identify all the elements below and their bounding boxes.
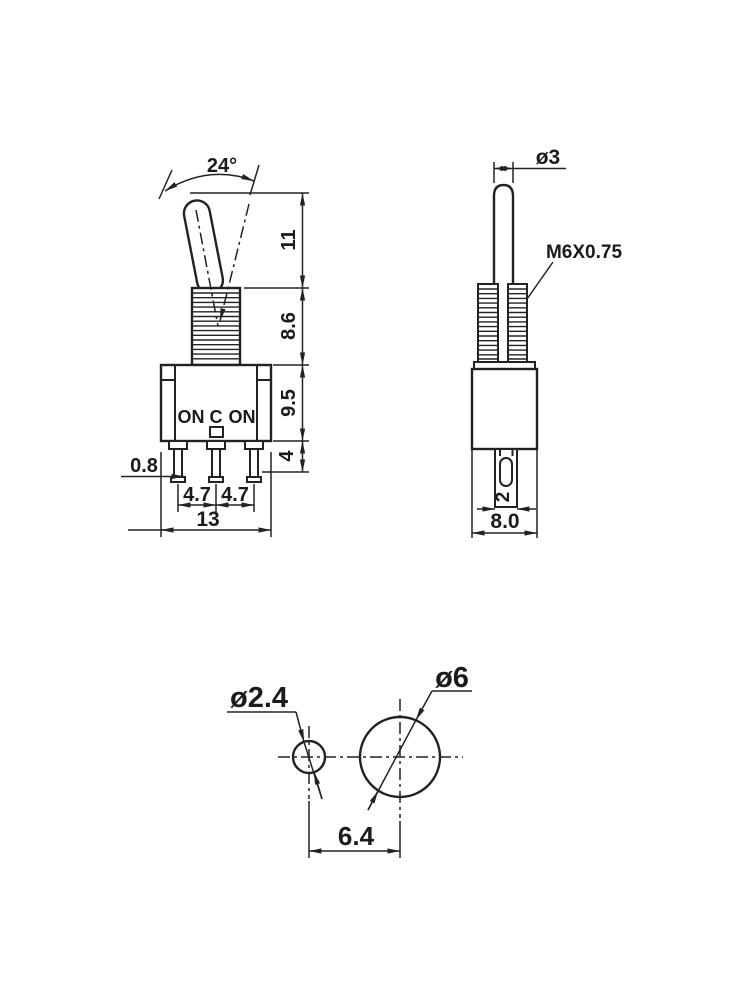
bottom-view: ø2.4 ø6 6.4 <box>227 662 472 858</box>
front-view: 24° ON C ON <box>121 155 309 537</box>
dim-lever-height-label: 11 <box>278 229 300 250</box>
terminal-pin-side <box>494 448 518 508</box>
dim-hole-spacing-label: 6.4 <box>338 821 375 851</box>
position-indicator-square <box>209 426 224 438</box>
marking-on-left: ON <box>178 407 205 427</box>
small-hole-dimension: ø2.4 <box>227 682 323 800</box>
hole-centerlines <box>278 699 463 818</box>
marking-center: C <box>210 407 223 427</box>
lever-side <box>492 183 515 284</box>
threaded-bushing-side <box>473 283 536 370</box>
lever-centerlines <box>195 203 250 327</box>
dim-body-depth-label: 8.0 <box>490 510 519 533</box>
depth-dimensions: 2 8.0 <box>471 449 538 538</box>
switch-body-front: ON C ON <box>159 363 273 443</box>
side-view: ø3 M6X0.75 2 <box>470 146 622 538</box>
switch-body-side <box>470 367 539 451</box>
thread-spec-label: M6X0.75 <box>546 242 622 263</box>
lever-diameter-dimension: ø3 <box>493 146 566 183</box>
angle-dimension: 24° <box>158 155 260 200</box>
large-hole-dimension: ø6 <box>367 662 472 811</box>
width-dimensions: 0.8 4.7 4.7 13 <box>121 452 272 537</box>
dim-terminal-width-label: 2 <box>493 492 514 503</box>
angle-label: 24° <box>207 155 237 177</box>
dim-large-hole-label: ø6 <box>435 662 469 694</box>
dim-bushing-height-label: 8.6 <box>278 312 300 340</box>
height-dimension-chain: 11 8.6 9.5 4 <box>190 192 309 473</box>
threaded-bushing-front <box>190 286 242 367</box>
dim-pin-pitch-left-label: 4.7 <box>183 484 211 506</box>
hole-spacing-dimension: 6.4 <box>308 801 401 858</box>
dim-pin-pitch-right-label: 4.7 <box>221 484 249 506</box>
marking-on-right: ON <box>229 407 256 427</box>
dim-terminal-height-label: 4 <box>276 450 298 462</box>
dim-small-hole-label: ø2.4 <box>230 682 288 714</box>
dim-lever-diameter-label: ø3 <box>536 146 561 169</box>
thread-spec-callout: M6X0.75 <box>526 242 622 300</box>
dim-body-height-label: 9.5 <box>278 389 300 417</box>
dim-terminal-thickness-label: 0.8 <box>130 455 158 477</box>
dim-body-width-label: 13 <box>196 508 219 531</box>
lever-front <box>182 199 225 295</box>
